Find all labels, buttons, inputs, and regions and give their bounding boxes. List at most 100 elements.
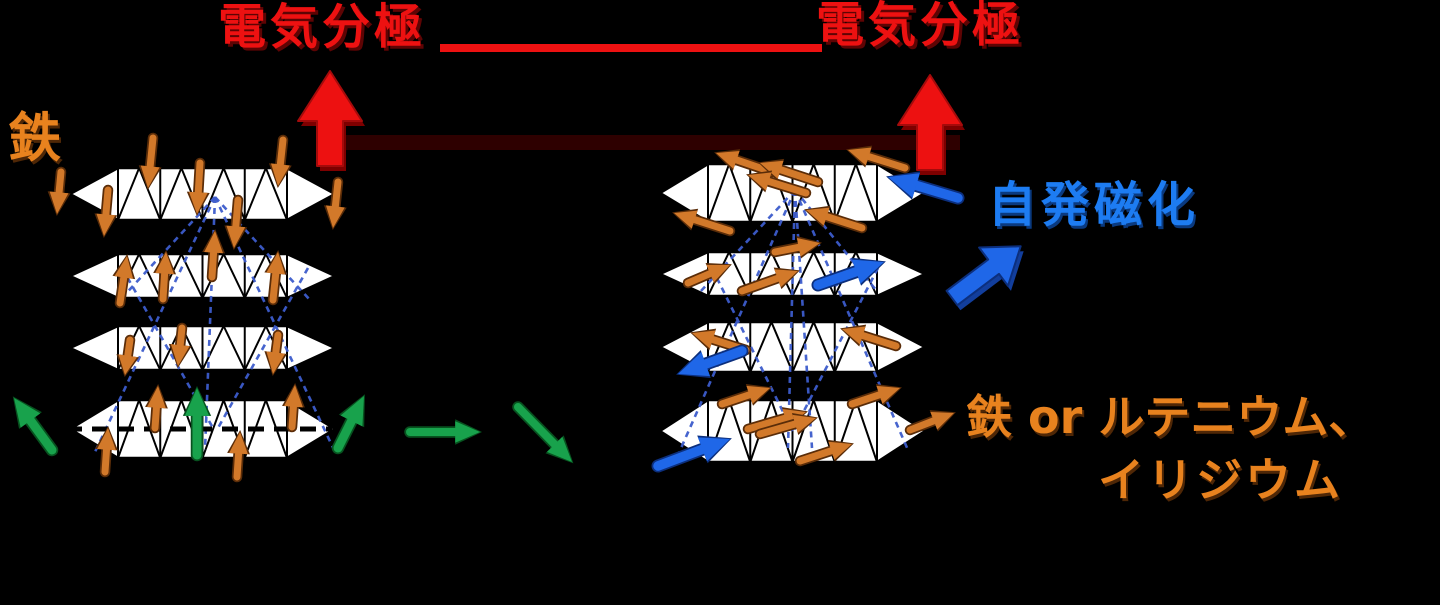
canting-arrow-head	[340, 396, 364, 427]
spin-arrow-down	[138, 132, 162, 190]
interlayer-bond	[676, 189, 797, 456]
spin-arrow-left-head	[842, 326, 866, 345]
spin-arrow-down-shaft	[331, 178, 342, 210]
spin-arrow-down-shaft	[176, 324, 186, 349]
spin-arrow-down	[94, 184, 118, 238]
canting-arrow	[182, 386, 212, 462]
layer-magnetization-arrow	[811, 257, 886, 292]
spin-arrow-right-head	[706, 264, 730, 283]
spin-arrow-down-shaft	[146, 134, 157, 170]
layer-magnetization-arrow-shaft	[700, 346, 747, 369]
spin-arrow-left-head	[760, 160, 784, 179]
polarization-arrow	[897, 74, 965, 175]
spin-arrow-up	[202, 229, 226, 283]
spin-arrow-left	[672, 208, 736, 237]
spin-arrow-up-shaft	[151, 404, 160, 432]
spin-arrow-up	[95, 426, 118, 478]
interlayer-bond	[710, 267, 795, 433]
layer-magnetization-arrow	[676, 344, 749, 378]
label-iron: 鉄	[8, 108, 61, 169]
faint-red-band	[330, 135, 960, 150]
polarization-arrow	[297, 70, 365, 171]
lattice-diagonals	[117, 251, 288, 301]
spin-arrow-right	[904, 410, 956, 436]
interlayer-bond	[793, 189, 910, 451]
interlayer-bond	[93, 196, 217, 453]
spin-arrow-up-head	[204, 231, 224, 254]
lattice-layer-left-3	[68, 323, 337, 373]
spin-arrow-left-head	[692, 330, 716, 349]
spin-arrow-right	[736, 267, 800, 297]
spin-arrow-up	[112, 254, 136, 309]
transition-arrow	[404, 419, 482, 445]
spin-arrow-down-shaft	[232, 196, 242, 230]
canting-arrow	[331, 394, 365, 455]
interlayer-bond	[791, 267, 880, 433]
transition-arrow	[512, 401, 574, 464]
canting-arrow-shaft	[25, 416, 57, 455]
layer-magnetization-arrow-shaft	[653, 444, 708, 471]
spin-arrow-right	[769, 236, 822, 259]
spin-arrow-right-shaft	[796, 447, 835, 465]
transition-arrow-head	[546, 436, 572, 462]
spin-arrow-up-shaft	[208, 249, 218, 281]
spin-arrow-down-shaft	[194, 159, 204, 196]
spin-arrow-down-shaft	[55, 168, 65, 196]
spin-arrow-left-head	[716, 151, 740, 169]
spin-arrow-left-head	[674, 210, 698, 229]
spin-arrow-down	[186, 157, 210, 216]
spin-arrow-down-head	[188, 191, 208, 214]
spin-arrow-right-head	[876, 385, 900, 404]
spin-arrow-right-head	[746, 385, 770, 404]
canting-arrow-shaft	[333, 416, 357, 453]
spin-arrow-left-shaft	[823, 213, 866, 232]
spin-arrow-left-head	[806, 207, 830, 226]
spin-arrow-up-head	[266, 252, 286, 275]
spin-arrow-down	[268, 134, 292, 188]
spin-arrow-right	[716, 383, 772, 410]
lattice-diagonals	[117, 397, 288, 461]
spin-arrow-up	[282, 383, 305, 433]
layer-magnetization-arrow	[651, 435, 732, 473]
label-elements-line2: イリジウム	[1098, 453, 1343, 507]
net-magnetization-arrow-body	[945, 245, 1022, 307]
spin-arrow-left	[840, 324, 902, 352]
spin-arrow-left-shaft	[865, 153, 909, 172]
spin-arrow-right-head	[930, 412, 954, 430]
spin-arrow-down-head	[49, 191, 69, 214]
transition-arrow-shaft	[514, 403, 559, 449]
layer-magnetization-arrow-shaft	[813, 266, 861, 290]
spin-arrow-down	[116, 334, 140, 377]
layer-magnetization-arrow	[886, 171, 965, 205]
canting-arrow	[12, 396, 59, 457]
interlayer-bond	[214, 196, 311, 301]
spin-arrow-up-shaft	[116, 273, 128, 307]
spin-arrow-down	[168, 322, 192, 368]
spin-arrow-down	[47, 166, 71, 216]
lattice-diagonals	[707, 319, 878, 375]
spin-arrow-up	[227, 430, 250, 483]
spin-arrow-down-shaft	[272, 331, 282, 357]
layer-magnetization-arrow-shaft	[911, 180, 963, 203]
spin-arrow-down	[323, 176, 347, 230]
lattice-diagonals	[707, 161, 878, 225]
spin-arrow-left-shaft	[765, 177, 810, 197]
spin-arrow-down-shaft	[276, 136, 287, 168]
spin-arrow-right-head	[828, 441, 852, 460]
spin-arrow-right-head	[792, 414, 816, 434]
interlayer-bond	[119, 196, 216, 301]
spin-arrow-up-shaft	[159, 270, 169, 303]
spin-arrow-left	[746, 170, 812, 199]
spin-arrow-down-head	[226, 225, 246, 248]
spin-arrow-left-shaft	[777, 166, 822, 186]
spin-arrow-left	[804, 205, 868, 234]
spin-arrow-up-head	[147, 386, 166, 409]
interlayer-bond	[699, 189, 796, 293]
spin-arrow-up	[153, 250, 177, 305]
spin-arrow-right	[754, 412, 818, 440]
spin-arrow-right-shaft	[744, 414, 789, 433]
spin-arrow-down-shaft	[102, 186, 112, 218]
spin-arrow-up-shaft	[101, 446, 111, 476]
layer-magnetization-arrow-head	[888, 173, 920, 198]
